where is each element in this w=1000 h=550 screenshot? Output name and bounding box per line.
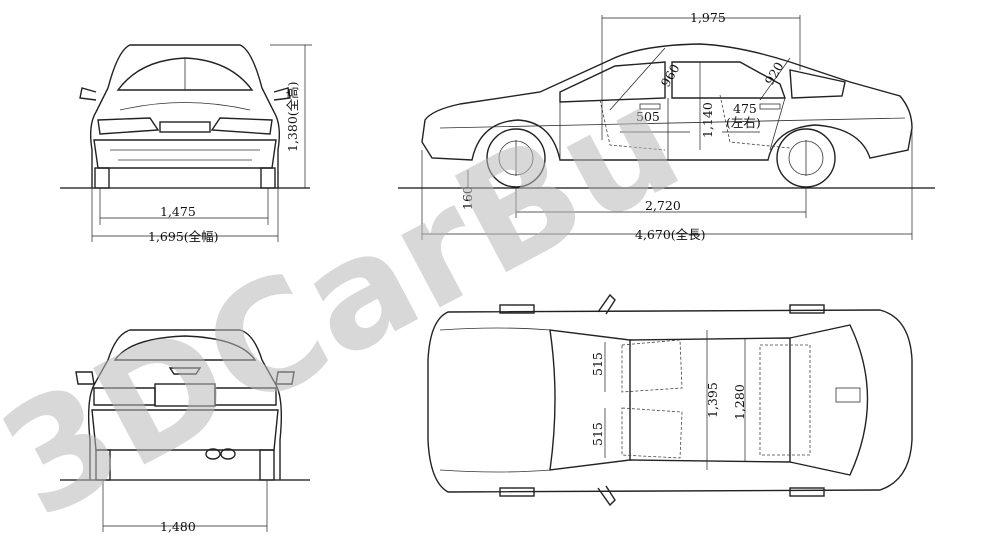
rear-door-window bbox=[671, 61, 786, 99]
roof-length-label: 1,975 bbox=[690, 10, 726, 25]
top-left-mirror bbox=[597, 293, 616, 315]
rear-left-mirror bbox=[75, 371, 95, 385]
trunk-emblem bbox=[835, 387, 861, 403]
front-wheel bbox=[486, 128, 546, 188]
left-mirror bbox=[79, 87, 97, 101]
rear-quarter-window bbox=[789, 69, 846, 99]
top-body-outline bbox=[427, 309, 913, 493]
right-headlight bbox=[210, 117, 273, 135]
seat-width-lower-label: 515 bbox=[590, 422, 605, 446]
front-height-label: 1,380(全高) bbox=[285, 81, 300, 152]
bumper-intake bbox=[110, 149, 260, 161]
top-rear-right-wheel bbox=[789, 487, 825, 497]
left-headlight bbox=[97, 117, 160, 135]
rear-window-top bbox=[789, 324, 869, 476]
wheelbase-label: 2,720 bbox=[645, 198, 681, 213]
license-plate-panel bbox=[154, 383, 216, 407]
front-headroom-label: 960 bbox=[658, 61, 683, 89]
ground-clearance-label: 160 bbox=[460, 186, 475, 210]
front-seats bbox=[621, 339, 683, 459]
front-right-tire bbox=[260, 167, 276, 189]
front-left-tire bbox=[94, 167, 110, 189]
top-right-mirror bbox=[597, 485, 616, 507]
side-view: 1,975 960 920 505 1,140 475 (左右) 160 2,7… bbox=[398, 10, 935, 242]
front-door-window bbox=[559, 61, 666, 103]
exhaust-tip-left bbox=[205, 448, 221, 460]
top-rear-left-wheel bbox=[789, 304, 825, 314]
front-width-label: 1,695(全幅) bbox=[148, 229, 219, 244]
front-hood-line bbox=[119, 102, 251, 111]
front-headroom-line bbox=[609, 47, 666, 111]
rear-bench bbox=[759, 344, 811, 456]
top-front-right-wheel bbox=[499, 487, 535, 497]
rear-view: 1,480 bbox=[60, 329, 310, 534]
front-seat-label: 505 bbox=[636, 109, 660, 124]
top-front-left-wheel bbox=[499, 304, 535, 314]
top-view: 515 515 1,395 1,280 bbox=[427, 293, 913, 507]
hood-crease bbox=[439, 327, 551, 473]
front-shoulder-label: 1,395 bbox=[705, 382, 720, 418]
windshield-top bbox=[549, 329, 631, 471]
rear-spoiler-light bbox=[168, 367, 202, 375]
rear-window bbox=[113, 335, 257, 361]
rear-body-outline bbox=[87, 329, 283, 480]
rear-right-mirror bbox=[275, 371, 295, 385]
roof-top bbox=[629, 337, 791, 463]
rear-headroom-label: 920 bbox=[762, 59, 787, 87]
right-mirror bbox=[273, 87, 291, 101]
front-bumper bbox=[93, 139, 277, 169]
rear-seat-note: (左右) bbox=[726, 115, 761, 130]
side-body-outline bbox=[421, 43, 913, 161]
front-view: 1,380(全高) 1,475 1,695(全幅) bbox=[60, 44, 312, 244]
rear-shoulder-label: 1,280 bbox=[732, 384, 747, 420]
seat-outline bbox=[599, 94, 791, 151]
seat-width-upper-label: 515 bbox=[590, 352, 605, 376]
front-body-outline bbox=[89, 44, 281, 188]
front-track-label: 1,475 bbox=[160, 204, 196, 219]
interior-height-label: 1,140 bbox=[700, 102, 715, 138]
body-belt-line bbox=[439, 117, 906, 129]
rear-track-label: 1,480 bbox=[160, 519, 196, 534]
rear-door-handle bbox=[759, 103, 781, 110]
door-seams bbox=[559, 97, 786, 160]
front-door-handle bbox=[639, 103, 661, 110]
rear-right-tire bbox=[259, 449, 275, 481]
front-grille bbox=[159, 121, 211, 133]
rear-wheel bbox=[776, 128, 836, 188]
rear-headroom-line bbox=[759, 57, 791, 101]
rear-seat-label: 475 bbox=[733, 101, 757, 116]
exhaust-tip-right bbox=[220, 448, 236, 460]
watermark-text: 3DCarBu bbox=[0, 53, 706, 550]
overall-length-label: 4,670(全長) bbox=[635, 227, 706, 242]
